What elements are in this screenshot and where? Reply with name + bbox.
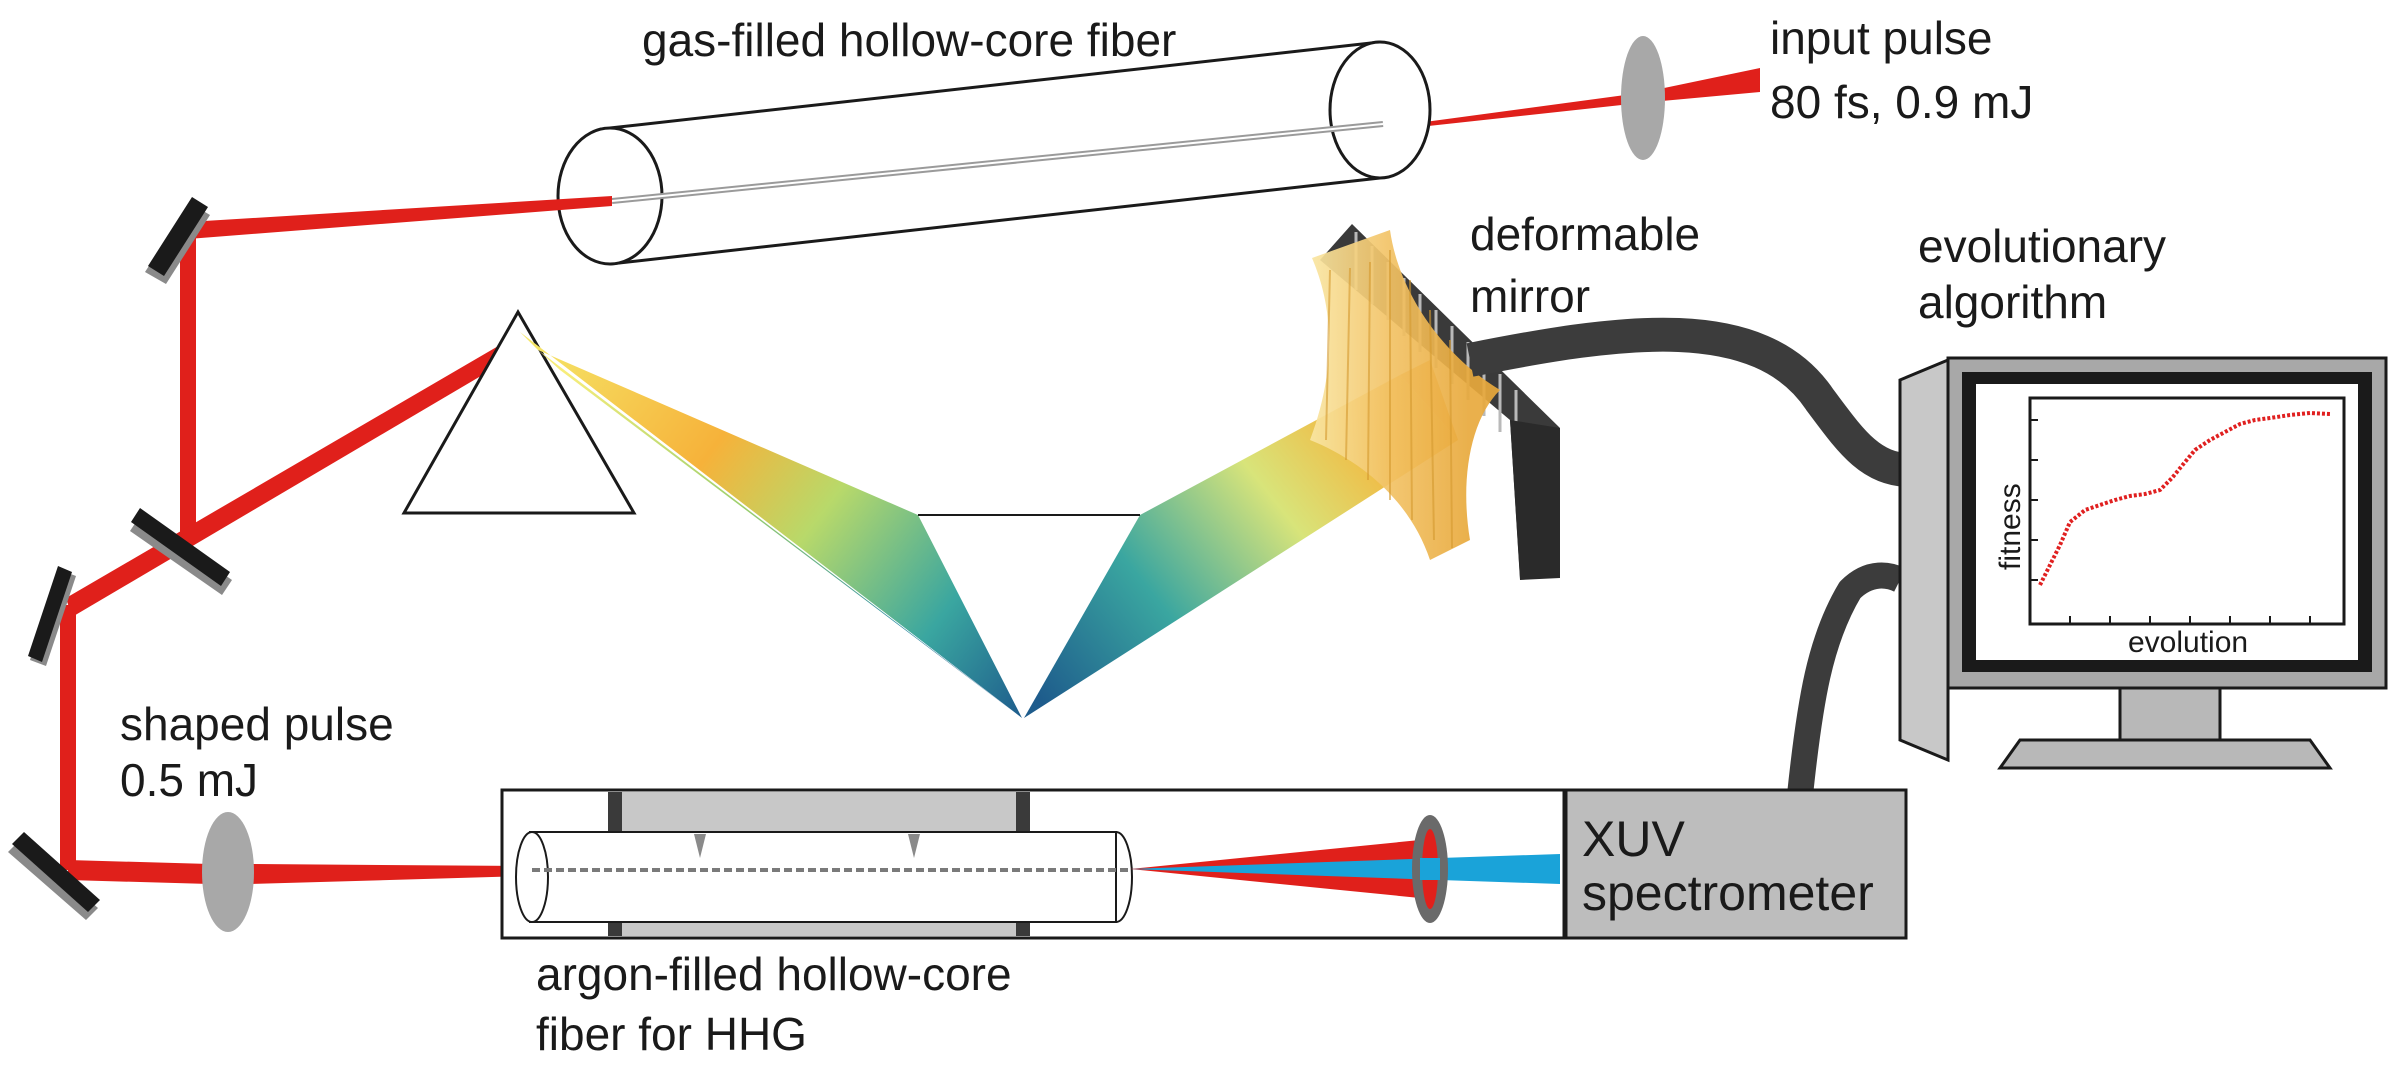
hhg-output-beam bbox=[1130, 838, 1560, 900]
mirror-top-left bbox=[145, 197, 210, 284]
xuv-label-line1: XUV bbox=[1582, 811, 1685, 867]
label-deformable-1: deformable bbox=[1470, 208, 1700, 260]
argon-fiber bbox=[515, 831, 1133, 923]
xuv-spectrometer: XUV spectrometer bbox=[1564, 788, 1908, 940]
mirror-left bbox=[28, 566, 76, 666]
label-input-pulse-2: 80 fs, 0.9 mJ bbox=[1770, 76, 2033, 128]
label-hollow-fiber: gas-filled hollow-core fiber bbox=[642, 14, 1176, 66]
input-beam bbox=[1410, 68, 1760, 128]
input-lens bbox=[1621, 36, 1665, 160]
label-evolutionary-1: evolutionary bbox=[1918, 220, 2166, 272]
deformable-mirror bbox=[1310, 224, 1560, 580]
label-shaped-pulse-2: 0.5 mJ bbox=[120, 754, 258, 806]
label-evolutionary-2: algorithm bbox=[1918, 276, 2107, 328]
spectrum-fan-left bbox=[520, 332, 1022, 718]
mirror-bottom-left bbox=[8, 832, 100, 920]
shaped-pulse-lens bbox=[202, 812, 254, 932]
label-input-pulse-1: input pulse bbox=[1770, 12, 1993, 64]
cable-mirror-to-computer bbox=[1466, 317, 1911, 487]
monitor-plot: evolution fitness bbox=[1994, 396, 2346, 659]
plot-ylabel: fitness bbox=[1994, 483, 2027, 570]
label-deformable-2: mirror bbox=[1470, 270, 1590, 322]
label-argon-2: fiber for HHG bbox=[536, 1008, 807, 1060]
mirror-middle bbox=[130, 508, 232, 595]
prism bbox=[401, 308, 637, 515]
label-shaped-pulse-1: shaped pulse bbox=[120, 698, 394, 750]
gas-filled-fiber bbox=[556, 40, 1432, 266]
fitness-curve bbox=[2038, 410, 2331, 586]
label-argon-1: argon-filled hollow-core bbox=[536, 948, 1012, 1000]
cable-spectrometer-to-computer bbox=[1787, 562, 1906, 797]
xuv-label-line2: spectrometer bbox=[1582, 865, 1874, 921]
plot-xlabel: evolution bbox=[2128, 626, 2248, 659]
hhg-lens bbox=[1412, 815, 1448, 923]
